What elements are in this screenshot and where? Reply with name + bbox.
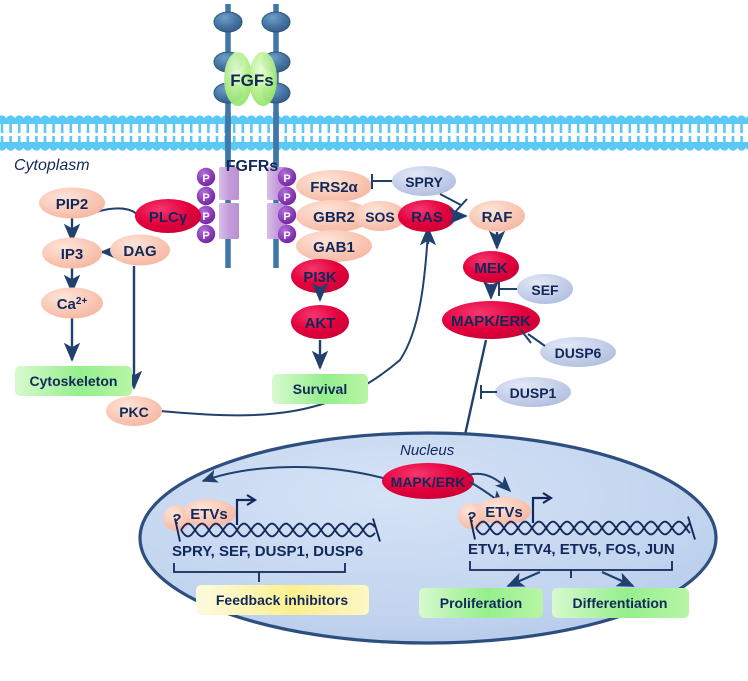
output-survival-label: Survival bbox=[293, 381, 347, 397]
node-gab1-label: GAB1 bbox=[313, 239, 355, 256]
output-proliferation-label: Proliferation bbox=[440, 595, 522, 611]
cytoplasm-label: Cytoplasm bbox=[14, 157, 90, 174]
node-pkc-label: PKC bbox=[119, 404, 149, 420]
node-raf: RAF bbox=[469, 200, 525, 232]
node-dusp1-label: DUSP1 bbox=[510, 385, 557, 401]
node-spry: SPRY bbox=[392, 166, 456, 196]
fgf-ligand bbox=[224, 52, 277, 106]
phospho-left-2: P bbox=[196, 186, 216, 206]
node-dusp1: DUSP1 bbox=[495, 377, 571, 407]
node-dag: DAG bbox=[110, 234, 170, 266]
node-plcg: PLCγ bbox=[135, 199, 201, 233]
phospho-label: P bbox=[283, 192, 290, 204]
output-survival: Survival bbox=[272, 374, 368, 404]
node-sos-label: SOS bbox=[365, 209, 395, 225]
node-mapk-erk-nuclear: MAPK/ERK bbox=[382, 463, 474, 499]
genes-right: ETV1, ETV4, ETV5, FOS, JUN bbox=[468, 541, 675, 558]
node-mapk-erk-nuclear-label: MAPK/ERK bbox=[391, 474, 466, 490]
node-frs2a: FRS2α bbox=[296, 170, 372, 202]
question-mark-left: ? bbox=[172, 511, 181, 528]
output-cytoskeleton-label: Cytoskeleton bbox=[30, 373, 118, 389]
node-dusp6: DUSP6 bbox=[540, 337, 616, 367]
phospho-label: P bbox=[283, 211, 290, 223]
node-pip2-label: PIP2 bbox=[56, 196, 89, 213]
node-sef-label: SEF bbox=[531, 282, 559, 298]
node-calcium: Ca2+ bbox=[41, 287, 103, 319]
node-sos: SOS bbox=[354, 201, 406, 231]
phospho-label: P bbox=[202, 211, 209, 223]
fgfr-label: FGFRs bbox=[226, 158, 279, 175]
node-calcium-label: Ca2+ bbox=[57, 296, 88, 313]
node-akt: AKT bbox=[291, 305, 349, 339]
etvs-label-left: ETVs bbox=[190, 506, 228, 523]
node-mapk-erk-label: MAPK/ERK bbox=[451, 313, 531, 330]
output-differentiation: Differentiation bbox=[552, 588, 689, 618]
nucleus-label: Nucleus bbox=[400, 442, 455, 459]
node-mek: MEK bbox=[463, 251, 519, 283]
node-ip3: IP3 bbox=[42, 237, 102, 269]
node-gbr2-label: GBR2 bbox=[313, 209, 355, 226]
node-dusp6-label: DUSP6 bbox=[555, 345, 602, 361]
phospho-right-4: P bbox=[277, 224, 297, 244]
node-pkc: PKC bbox=[106, 396, 162, 426]
output-proliferation: Proliferation bbox=[419, 588, 543, 618]
node-pi3k-label: PI3K bbox=[303, 269, 337, 286]
output-differentiation-label: Differentiation bbox=[573, 595, 668, 611]
phospho-label: P bbox=[202, 230, 209, 242]
node-ras: RAS bbox=[398, 200, 456, 232]
node-frs2a-label: FRS2α bbox=[310, 179, 358, 196]
phospho-right-1: P bbox=[277, 167, 297, 187]
output-feedback-inhibitors: Feedback inhibitors bbox=[196, 585, 369, 615]
node-dag-label: DAG bbox=[123, 243, 156, 260]
node-spry-label: SPRY bbox=[405, 174, 443, 190]
node-ip3-label: IP3 bbox=[61, 246, 84, 263]
question-mark-right: ? bbox=[467, 509, 476, 526]
phospho-label: P bbox=[202, 173, 209, 185]
etvs-label-right: ETVs bbox=[485, 504, 523, 521]
phospho-label: P bbox=[283, 230, 290, 242]
phospho-right-3: P bbox=[277, 205, 297, 225]
phospho-left-3: P bbox=[196, 205, 216, 225]
node-mek-label: MEK bbox=[474, 260, 508, 277]
node-akt-label: AKT bbox=[305, 315, 336, 332]
plasma-membrane bbox=[0, 112, 748, 175]
output-cytoskeleton: Cytoskeleton bbox=[15, 366, 132, 396]
node-plcg-label: PLCγ bbox=[149, 209, 188, 226]
phospho-label: P bbox=[202, 192, 209, 204]
phosphorylation-sites: P P P P P P P P bbox=[196, 167, 297, 244]
node-ras-label: RAS bbox=[411, 209, 443, 226]
node-gab1: GAB1 bbox=[296, 230, 372, 262]
fgf-ligand-label: FGFs bbox=[230, 71, 273, 90]
phospho-right-2: P bbox=[277, 186, 297, 206]
promoter-group-right: ? ETVs ETV1, ETV4, ETV5, FOS, JUN bbox=[458, 492, 696, 588]
node-pip2: PIP2 bbox=[39, 187, 105, 219]
node-sef: SEF bbox=[517, 274, 573, 304]
genes-left: SPRY, SEF, DUSP1, DUSP6 bbox=[172, 543, 363, 560]
output-feedback-inhibitors-label: Feedback inhibitors bbox=[216, 592, 348, 608]
phospho-left-1: P bbox=[196, 167, 216, 187]
node-mapk-erk: MAPK/ERK bbox=[442, 301, 540, 339]
node-gbr2: GBR2 bbox=[296, 200, 372, 232]
phospho-label: P bbox=[283, 173, 290, 185]
node-pi3k: PI3K bbox=[291, 259, 349, 293]
promoter-group-left: ? ETVs SPRY, SEF, DUSP1, DUSP6 bbox=[163, 494, 381, 582]
phospho-left-4: P bbox=[196, 224, 216, 244]
node-raf-label: RAF bbox=[482, 209, 513, 226]
